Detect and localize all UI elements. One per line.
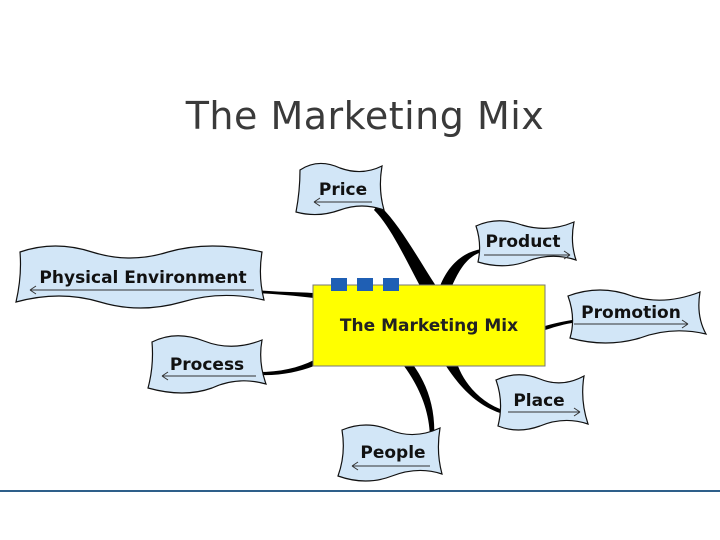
- branch-product: [440, 249, 482, 286]
- connector-arrow: [508, 407, 581, 417]
- cloud-shape: [495, 374, 589, 431]
- node-price: Price: [295, 162, 385, 216]
- branch-promotion: [545, 320, 572, 330]
- center-marker-3: [383, 278, 399, 291]
- node-label: Place: [513, 391, 564, 411]
- center-node: The Marketing Mix: [312, 278, 546, 367]
- node-place: Place: [495, 374, 589, 431]
- slide-title: The Marketing Mix: [185, 94, 545, 138]
- cloud-shape: [337, 424, 443, 482]
- center-label: The Marketing Mix: [340, 316, 518, 336]
- branches: [254, 204, 572, 440]
- node-product: Product: [475, 220, 577, 267]
- connector-arrow: [574, 319, 689, 329]
- branch-price: [374, 204, 436, 286]
- branch-place: [446, 366, 500, 413]
- node-promotion: Promotion: [567, 289, 708, 344]
- connector-arrow: [351, 461, 430, 471]
- branch-process: [258, 360, 314, 376]
- footer-rule: [0, 490, 720, 492]
- node-people: People: [337, 424, 443, 482]
- connector-arrow: [484, 250, 571, 260]
- connector-arrow: [29, 285, 254, 295]
- node-label: Process: [170, 355, 244, 375]
- node-label: Physical Environment: [39, 268, 246, 288]
- node-label: Price: [319, 180, 367, 200]
- center-marker-2: [357, 278, 373, 291]
- cloud-shape: [567, 289, 708, 344]
- node-label: Promotion: [581, 303, 681, 323]
- node-label: Product: [486, 232, 561, 252]
- center-marker-1: [331, 278, 347, 291]
- connector-arrow: [313, 197, 372, 207]
- connector-arrow: [161, 371, 256, 381]
- cloud-shape: [147, 335, 267, 394]
- center-box: [312, 284, 546, 367]
- branch-physical-environment: [254, 290, 314, 298]
- cloud-shape: [15, 245, 265, 309]
- node-label: People: [360, 443, 425, 463]
- node-process: Process: [147, 335, 267, 394]
- node-physical-environment: Physical Environment: [15, 245, 265, 309]
- branch-people: [404, 366, 435, 440]
